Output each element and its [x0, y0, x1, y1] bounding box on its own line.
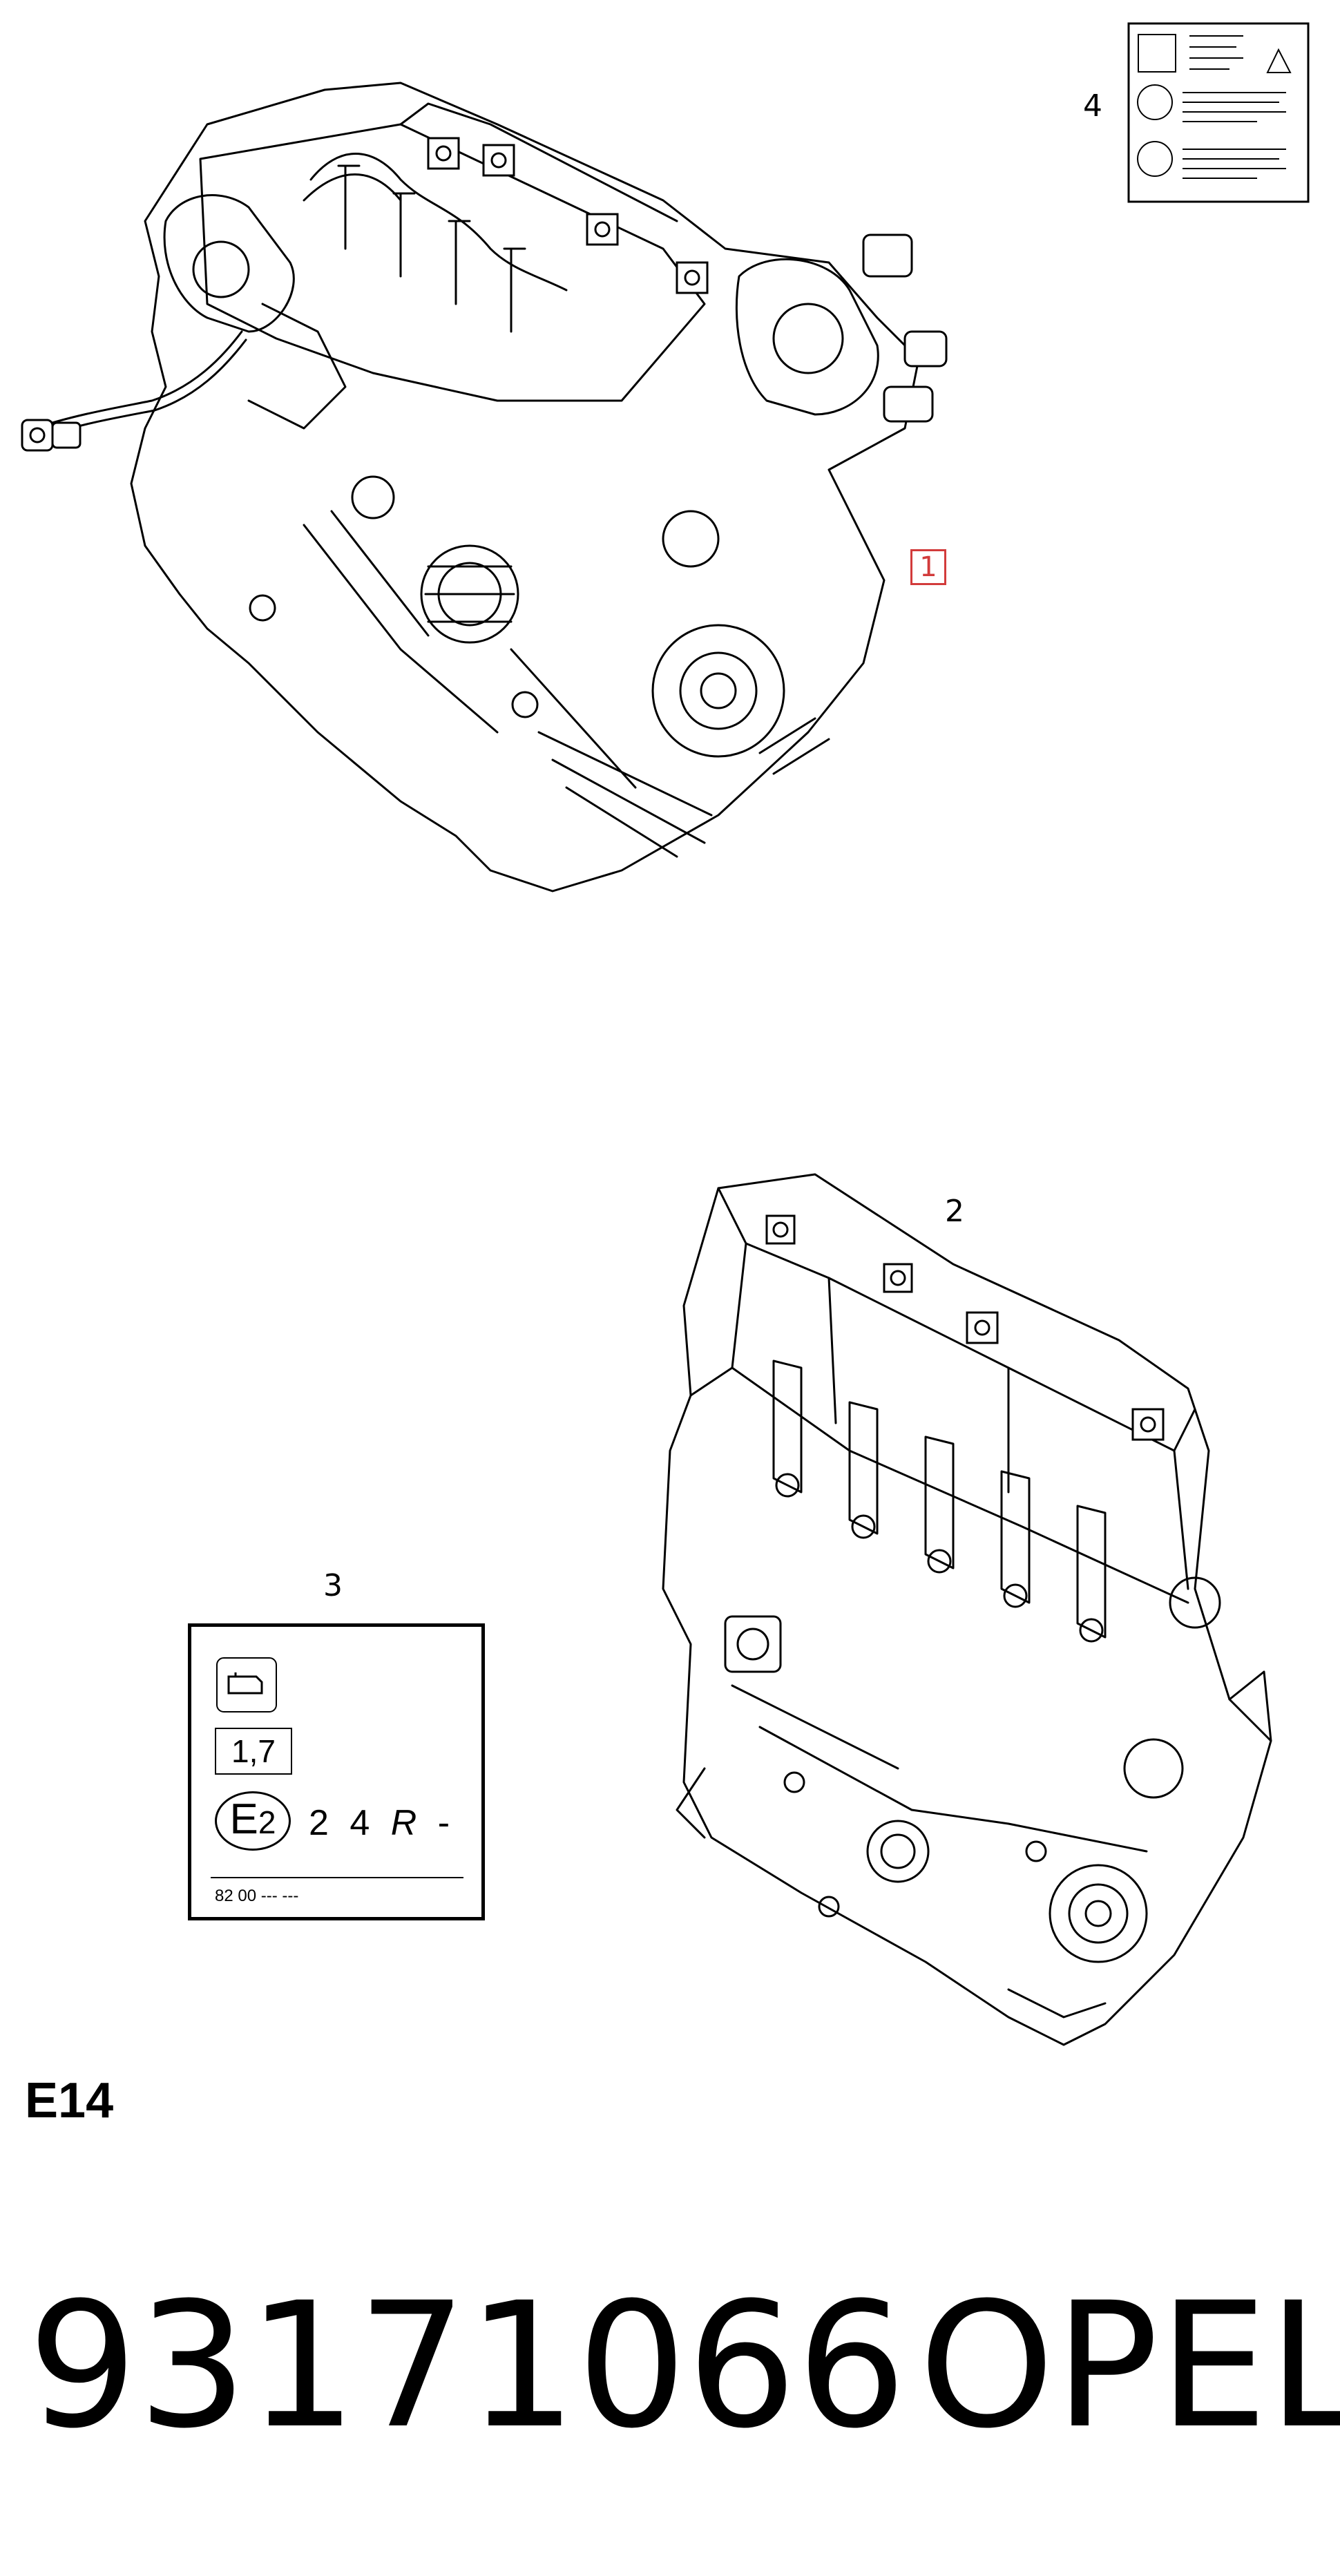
callout-1: 1: [910, 549, 946, 585]
part-number: 93171066: [28, 2265, 907, 2466]
label-divider: [211, 1877, 463, 1878]
brand-name: OPEL: [919, 2265, 1340, 2466]
approval-regulation: R: [390, 1803, 423, 1843]
complete-engine-drawing: [21, 82, 948, 893]
approval-number: 2 4 R -: [309, 1802, 455, 1844]
callout-3: 3: [323, 1568, 343, 1603]
approval-country: 2: [258, 1804, 276, 1840]
callout-4: 4: [1083, 88, 1102, 124]
approval-mark-letter: E: [229, 1795, 258, 1843]
approval-number-digits: 2 4: [309, 1803, 376, 1843]
approval-suffix: -: [437, 1803, 456, 1843]
engine-label-plate: 1,7 E2 2 4 R - 82 00 --- ---: [188, 1623, 485, 1920]
section-code: E14: [25, 2073, 114, 2128]
approval-mark-circle: E2: [215, 1791, 291, 1851]
displacement-box: 1,7: [215, 1728, 292, 1775]
label-part-code: 82 00 --- ---: [215, 1887, 299, 1905]
info-sheet-drawing: [1127, 22, 1310, 203]
engine-outline-icon: [216, 1657, 277, 1712]
callout-2: 2: [945, 1194, 964, 1229]
long-block-drawing: [662, 1173, 1272, 2046]
